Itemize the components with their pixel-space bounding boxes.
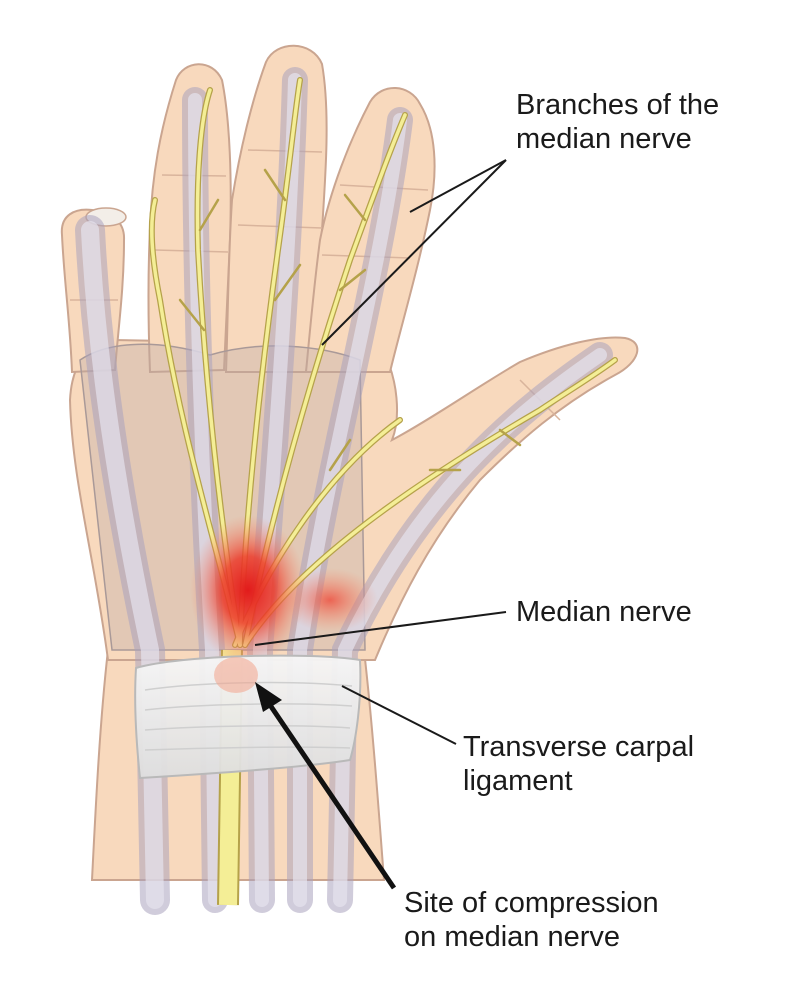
leader-median: [254, 611, 507, 646]
leader-ligament: [341, 685, 457, 745]
leader-branches-2: [321, 159, 507, 346]
compression-arrow: [255, 682, 397, 890]
label-site-line2: on median nerve: [404, 921, 621, 953]
label-branches-line1: Branches of the: [516, 89, 720, 121]
label-ligament-line1: Transverse carpal: [463, 731, 695, 763]
label-branches-of-median-nerve: Branches of the median nerve: [516, 88, 719, 156]
label-median-text: Median nerve: [516, 596, 692, 628]
transverse-carpal-ligament: [134, 654, 362, 780]
label-transverse-carpal-ligament: Transverse carpal ligament: [463, 730, 694, 798]
label-site-of-compression: Site of compression on median nerve: [404, 886, 659, 954]
label-median-nerve: Median nerve: [516, 595, 692, 629]
label-ligament-line2: ligament: [463, 765, 573, 797]
label-branches-line2: median nerve: [516, 123, 692, 155]
leader-branches-1: [409, 159, 507, 213]
label-site-line1: Site of compression: [404, 887, 659, 919]
leader-lines: [254, 159, 507, 745]
